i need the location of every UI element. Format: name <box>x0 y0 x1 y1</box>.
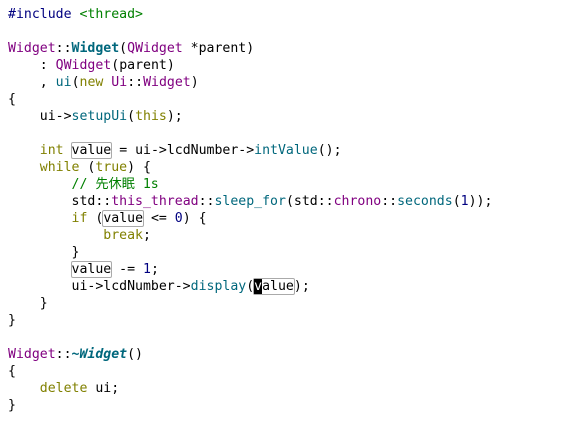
code-line-1: #include <thread> <box>8 7 144 22</box>
code-line-3: Widget::Widget(QWidget *parent) <box>8 41 255 56</box>
code-line-18: } <box>8 296 48 311</box>
code-line-17: ui->lcdNumber->display(value); <box>71 278 310 295</box>
code-line-10: while (true) { <box>39 160 151 175</box>
code-line-4: : QWidget(parent) <box>39 58 175 73</box>
code-line-21: Widget::~Widget() <box>8 347 143 362</box>
code-line-16: value -= 1; <box>70 261 159 278</box>
code-line-9: int value = ui->lcdNumber->intValue(); <box>39 142 342 159</box>
code-line-23: delete ui; <box>39 381 120 396</box>
text-cursor: v <box>254 279 263 294</box>
code-line-7: ui->setupUi(this); <box>39 109 183 124</box>
code-line-13: if (value <= 0) { <box>71 210 207 227</box>
code-line-6: { <box>8 92 16 107</box>
code-line-24: } <box>8 398 16 413</box>
code-line-12: std::this_thread::sleep_for(std::chrono:… <box>71 194 493 209</box>
code-line-14: break; <box>103 228 151 243</box>
code-line-11: // 先休眠 1s <box>71 177 159 192</box>
code-line-22: { <box>8 364 16 379</box>
code-line-15: } <box>8 245 80 260</box>
code-line-19: } <box>8 313 16 328</box>
code-line-5: , ui(new Ui::Widget) <box>39 75 199 90</box>
